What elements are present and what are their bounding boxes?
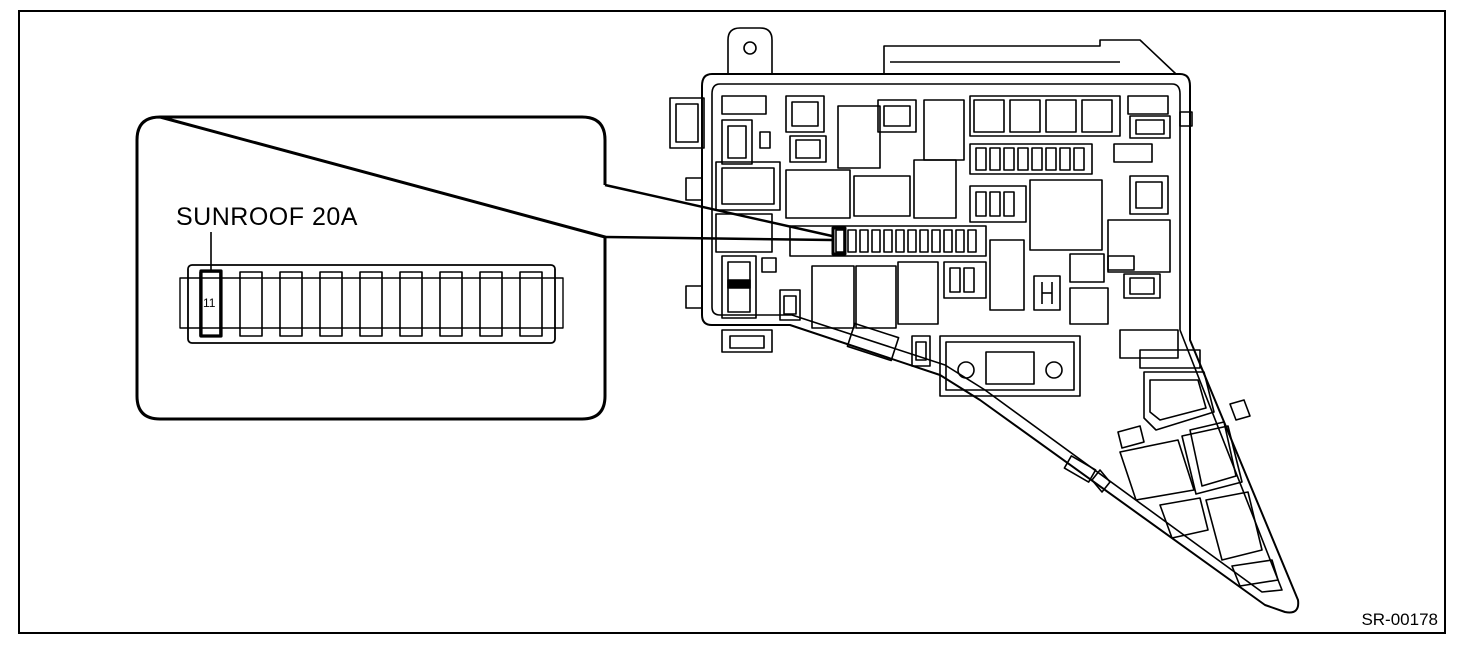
fuse-slot (239, 271, 263, 337)
fuse-slot (279, 271, 303, 337)
fuse-number-label: 11 (203, 296, 216, 310)
fuse-slot (519, 271, 543, 337)
figure-frame (18, 10, 1446, 634)
fuse-slot (359, 271, 383, 337)
fuse-slot (399, 271, 423, 337)
fuse-slot (479, 271, 503, 337)
fuse-strip-magnified (179, 232, 564, 344)
fuse-slot (319, 271, 343, 337)
fuse-slot (439, 271, 463, 337)
callout-label: SUNROOF 20A (176, 203, 358, 231)
callout-leader-lines (604, 183, 833, 242)
figure-code: SR-00178 (1361, 610, 1438, 629)
fuse-box-body (669, 27, 1300, 614)
callout-box (135, 115, 607, 421)
fuse-box-components (715, 95, 1279, 587)
